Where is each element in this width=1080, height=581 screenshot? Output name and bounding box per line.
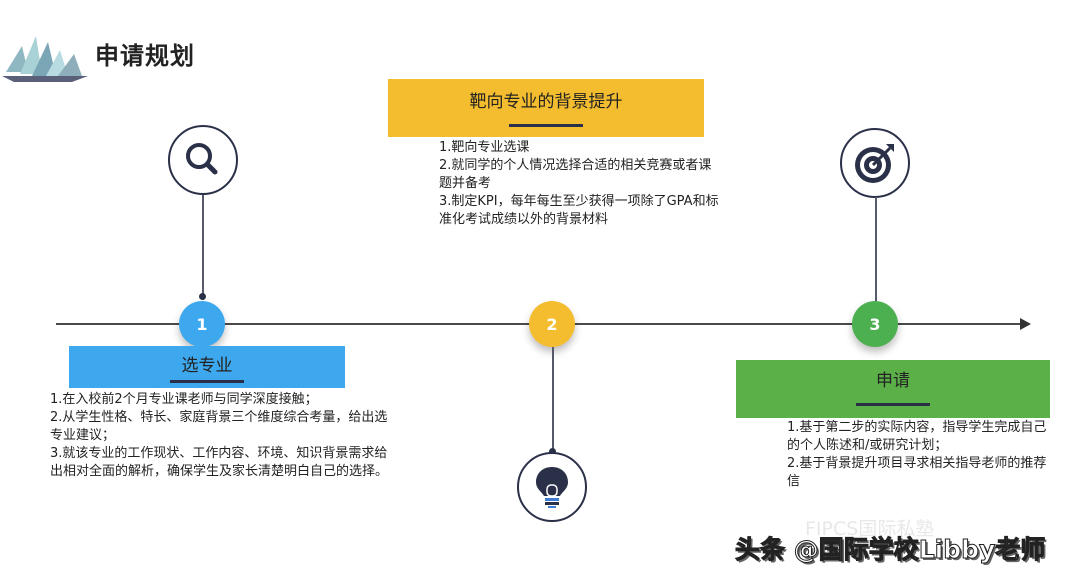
target-icon (855, 144, 894, 183)
step-3-node: 3 (852, 301, 898, 347)
step-1-number: 1 (196, 314, 208, 334)
step-2-header-band: 靶向专业的背景提升 (388, 79, 704, 137)
watermark-main: 头条 @国际学校Libby老师 (734, 535, 1046, 565)
step-3-item: 1.基于第二步的实际内容，指导学生完成自己的个人陈述和/或研究计划； (787, 420, 1047, 453)
timeline-arrow-icon (1020, 318, 1031, 330)
step-1-item: 1.在入校前2个月专业课老师与同学深度接触； (50, 392, 318, 407)
step-2-node: 2 (529, 301, 575, 347)
step-1-underline (170, 380, 244, 383)
step-3-heading: 申请 (876, 371, 910, 391)
step-2-heading: 靶向专业的背景提升 (469, 92, 623, 112)
step-1-heading: 选专业 (181, 356, 233, 376)
step-1-header-band: 选专业 (69, 346, 345, 388)
lightbulb-icon (536, 467, 568, 508)
step-1-item: 2.从学生性格、特长、家庭背景三个维度综合考量，给出选专业建议； (50, 410, 388, 443)
step-2-underline (509, 124, 583, 127)
step-1-item: 3.就该专业的工作现状、工作内容、环境、知识背景需求给出相对全面的解析，确保学生… (50, 446, 389, 479)
step-1-connector-dot (199, 293, 206, 300)
step-1-icon-ring (168, 125, 238, 195)
page-title: 申请规划 (95, 42, 195, 70)
step-1-description: 1.在入校前2个月专业课老师与同学深度接触； 2.从学生性格、特长、家庭背景三个… (50, 391, 390, 481)
step-2-number: 2 (546, 314, 558, 334)
step-2-item: 2.就同学的个人情况选择合适的相关竞赛或者课题并备考 (439, 158, 712, 191)
step-2-connector-dot (549, 448, 556, 455)
step-2-icon-ring (517, 452, 587, 522)
step-3-header-band: 申请 (736, 360, 1050, 418)
step-2-connector (552, 347, 554, 455)
step-3-underline (856, 403, 930, 406)
step-3-item: 2.基于背景提升项目寻求相关指导老师的推荐信 (787, 456, 1047, 489)
watermark-secondary: FIPCS国际私塾 (805, 518, 935, 540)
step-3-connector (875, 197, 877, 301)
step-2-item: 3.制定KPI，每年每生至少获得一项除了GPA和标准化考试成绩以外的背景材料 (439, 194, 719, 227)
step-2-description: 1.靶向专业选课 2.就同学的个人情况选择合适的相关竞赛或者课题并备考 3.制定… (439, 139, 719, 229)
step-3-description: 1.基于第二步的实际内容，指导学生完成自己的个人陈述和/或研究计划； 2.基于背… (787, 419, 1057, 491)
step-3-icon-ring (840, 128, 910, 198)
step-2-item: 1.靶向专业选课 (439, 140, 530, 155)
magnifier-icon (186, 143, 218, 175)
step-1-connector (202, 195, 204, 300)
crystal-cluster-icon (2, 36, 88, 82)
step-3-number: 3 (869, 314, 881, 334)
step-1-node: 1 (179, 301, 225, 347)
